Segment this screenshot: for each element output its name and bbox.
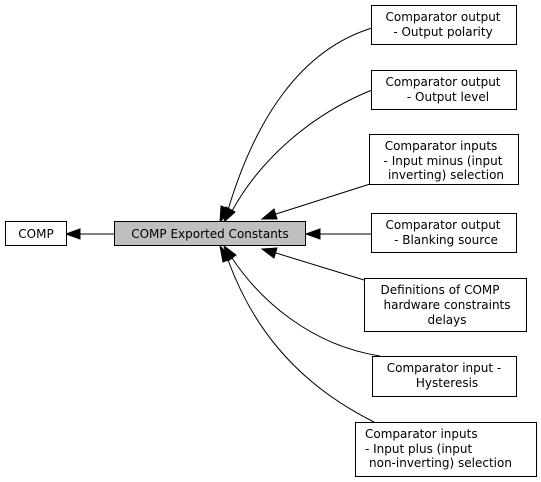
node-hysteresis-line2: Hysteresis <box>416 376 478 390</box>
edge-input-minus-arrowhead <box>260 208 278 220</box>
edge-input-plus <box>227 259 375 423</box>
edge-hysteresis <box>231 257 381 357</box>
node-hysteresis[interactable]: Comparator input - Hysteresis <box>372 356 517 397</box>
node-input-minus[interactable]: Comparator inputs - Input minus (input i… <box>369 134 519 185</box>
node-main-label: COMP Exported Constants <box>131 227 289 241</box>
edges <box>64 27 381 423</box>
edge-output-level-arrowhead <box>223 206 236 224</box>
node-input-plus[interactable]: Comparator inputs - Input plus (input no… <box>355 422 537 477</box>
node-input-plus-line2: - Input plus (input <box>365 442 472 456</box>
edge-main-to-comp-arrowhead <box>64 228 81 240</box>
edge-output-polarity <box>227 27 373 211</box>
node-blanking-source-line2: - Blanking source <box>394 233 498 247</box>
node-comp-label: COMP <box>18 227 53 241</box>
edge-blanking-source-arrowhead <box>304 228 321 240</box>
node-blanking-source-line1: Comparator output <box>385 218 500 232</box>
node-hardware-constraints-delays[interactable]: Definitions of COMP hardware constraints… <box>364 278 527 332</box>
node-blanking-source[interactable]: Comparator output - Blanking source <box>371 213 517 253</box>
node-input-minus-line1: Comparator inputs <box>385 139 498 153</box>
edge-hw-delays <box>275 252 365 281</box>
node-comp[interactable]: COMP <box>5 221 67 246</box>
node-output-polarity-line2: - Output polarity <box>393 25 492 39</box>
node-comp-exported-constants: COMP Exported Constants <box>114 221 306 246</box>
edge-output-level <box>231 89 373 212</box>
node-input-plus-line1: Comparator inputs <box>365 427 478 441</box>
node-hw-delays-line1: Definitions of COMP <box>381 283 500 297</box>
edge-input-minus <box>275 183 371 215</box>
node-input-minus-line3: inverting) selection <box>388 168 504 182</box>
node-output-level-line1: Comparator output <box>385 75 500 89</box>
node-hw-delays-line3: delays <box>427 313 466 327</box>
node-hw-delays-line2: hardware constraints <box>383 298 510 312</box>
node-output-polarity[interactable]: Comparator output - Output polarity <box>371 5 517 45</box>
node-output-polarity-line1: Comparator output <box>385 10 500 24</box>
edge-input-plus-arrowhead <box>219 244 233 263</box>
node-output-level-line2: - Output level <box>407 90 489 104</box>
edge-hw-delays-arrowhead <box>260 247 278 259</box>
node-input-plus-line3: non-inverting) selection <box>369 456 512 470</box>
node-hysteresis-line1: Comparator input - <box>387 361 501 375</box>
node-output-level[interactable]: Comparator output - Output level <box>371 70 517 110</box>
node-input-minus-line2: - Input minus (input <box>384 154 503 168</box>
